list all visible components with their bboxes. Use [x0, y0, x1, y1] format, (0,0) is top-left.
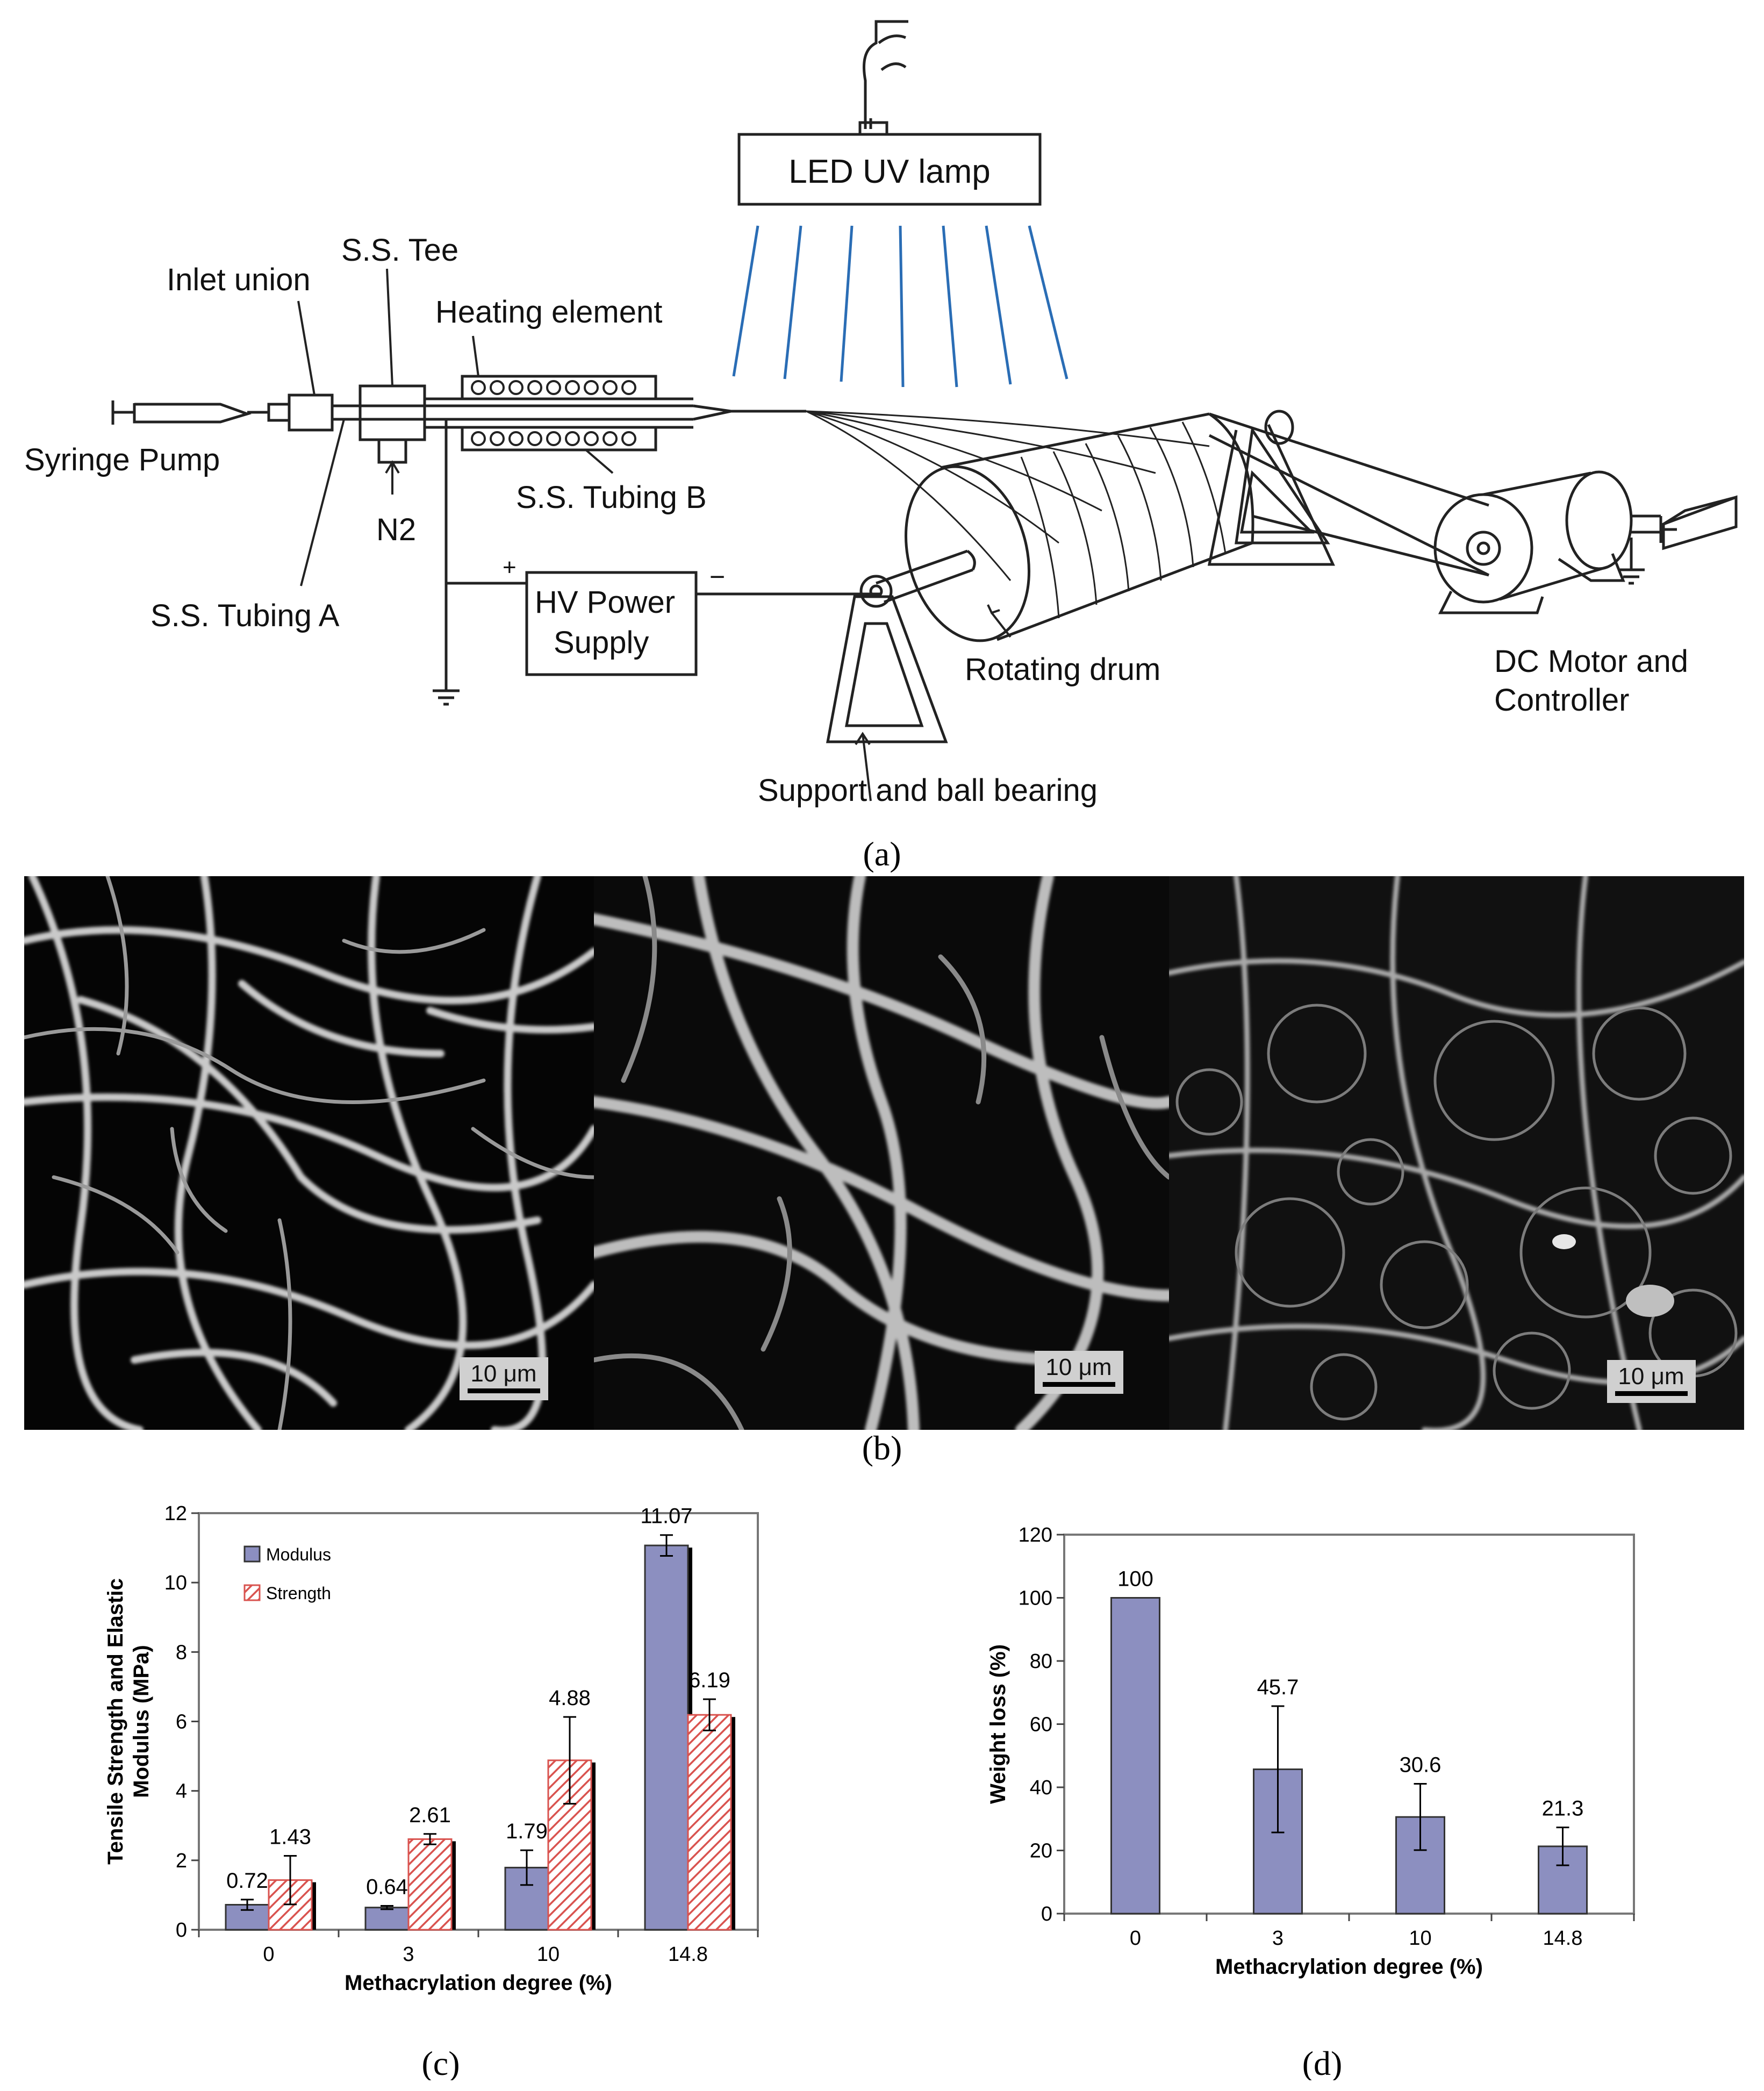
- bar: [364, 1907, 410, 1931]
- fibre-jets: [806, 410, 1210, 581]
- scale-bar-1-label: 10 μm: [470, 1360, 536, 1387]
- x-tick-label: 3: [403, 1943, 414, 1966]
- syringe-pump-label: Syringe Pump: [24, 442, 220, 477]
- minus-label: −: [709, 562, 725, 592]
- scale-bar-3-label: 10 μm: [1618, 1363, 1684, 1390]
- plus-label: +: [503, 554, 517, 581]
- scale-bar-1: 10 μm: [460, 1357, 548, 1400]
- x-tick-label: 14.8: [668, 1943, 708, 1966]
- ss-tubing-a-label: S.S. Tubing A: [150, 598, 340, 633]
- drive-belt: [1208, 412, 1490, 577]
- data-label: 0.72: [226, 1869, 268, 1893]
- bar: [1110, 1597, 1160, 1915]
- data-label: 100: [1117, 1567, 1153, 1591]
- sem-image-2: [594, 876, 1169, 1430]
- support-label: Support and ball bearing: [758, 773, 1098, 808]
- dc-motor-label-2: Controller: [1494, 683, 1629, 718]
- x-tick-label: 3: [1272, 1927, 1283, 1950]
- uv-rays: [732, 225, 1069, 388]
- y-tick-label: 4: [176, 1780, 187, 1803]
- ss-tee: [358, 384, 426, 441]
- support-right: [1207, 410, 1335, 566]
- y-tick-label: 100: [1019, 1587, 1052, 1610]
- y-tick-label: 6: [176, 1711, 187, 1734]
- data-label: 21.3: [1542, 1797, 1584, 1821]
- x-tick-label: 0: [263, 1943, 274, 1966]
- data-label: 11.07: [640, 1505, 692, 1528]
- legend-label: Strength: [266, 1584, 331, 1603]
- dc-motor: [1433, 470, 1633, 614]
- ss-tubing-b-label: S.S. Tubing B: [516, 480, 707, 515]
- legend-label: Modulus: [266, 1545, 331, 1564]
- uv-lamp-label: LED UV lamp: [788, 153, 991, 190]
- data-label: 0.64: [366, 1875, 408, 1899]
- dc-motor-label-1: DC Motor and: [1494, 644, 1688, 679]
- rotating-drum: [904, 412, 1254, 642]
- apparatus-diagram: LED UV lamp: [24, 20, 1738, 873]
- motor-controller: [1618, 495, 1738, 585]
- y-tick-label: 80: [1030, 1650, 1052, 1673]
- y-tick-label: 20: [1030, 1840, 1052, 1863]
- y-tick-label: 12: [164, 1502, 187, 1525]
- y-tick-label: 10: [164, 1572, 187, 1594]
- heating-element-label: Heating element: [435, 295, 662, 330]
- y-tick-label: 2: [176, 1850, 187, 1872]
- data-label: 6.19: [689, 1668, 730, 1692]
- x-tick-label: 10: [1409, 1927, 1431, 1950]
- bar: [407, 1838, 453, 1931]
- inlet-union-small: [267, 403, 291, 422]
- legend-swatch: [243, 1545, 261, 1563]
- hv-power-label-2: Supply: [554, 625, 649, 660]
- bar: [687, 1714, 732, 1931]
- x-tick-label: 0: [1130, 1927, 1141, 1950]
- inlet-union: [288, 393, 334, 432]
- legend-swatch: [243, 1584, 261, 1601]
- support-left: [826, 575, 948, 743]
- weight-loss-chart: 0 20 40 60 80 100 120 0 3 10 14.8 100 45.7 30.6 21.3Me…: [986, 1524, 1635, 2080]
- y-axis-title: Tensile Strength and Elastic: [104, 1578, 127, 1865]
- data-label: 4.88: [549, 1686, 591, 1710]
- sem-panel: 10 μm 10 μm 10 μm (b): [24, 876, 1744, 1467]
- hv-power-label-1: HV Power: [535, 585, 675, 620]
- scale-bar-3: 10 μm: [1607, 1360, 1696, 1403]
- heater-coils: [471, 380, 636, 446]
- x-axis-title: Methacrylation degree (%): [345, 1971, 612, 1995]
- scale-bar-2-label: 10 μm: [1045, 1354, 1112, 1380]
- sem-image-1: [24, 876, 594, 1430]
- y-tick-label: 120: [1019, 1524, 1052, 1546]
- y-tick-label: 8: [176, 1641, 187, 1664]
- y-tick-label: 0: [176, 1919, 187, 1942]
- y-axis-title: Modulus (MPa): [130, 1645, 153, 1798]
- sem-image-3: [1169, 876, 1744, 1430]
- x-tick-label: 10: [537, 1943, 560, 1966]
- y-axis-title: Weight loss (%): [986, 1644, 1010, 1804]
- data-label: 1.79: [506, 1820, 548, 1843]
- hv-power-supply: [525, 571, 698, 676]
- caption-b: (b): [862, 1429, 902, 1467]
- ss-tee-label: S.S. Tee: [341, 233, 458, 268]
- n2-label: N2: [376, 512, 416, 547]
- bar: [644, 1544, 689, 1931]
- data-label: 30.6: [1400, 1753, 1442, 1777]
- y-tick-label: 0: [1041, 1903, 1052, 1925]
- rotating-drum-label: Rotating drum: [965, 652, 1160, 687]
- x-tick-label: 14.8: [1543, 1927, 1583, 1950]
- y-tick-label: 40: [1030, 1777, 1052, 1799]
- uv-lamp-box: [737, 133, 1042, 206]
- syringe: [111, 400, 269, 425]
- lamp-cable: [863, 20, 908, 129]
- scale-bar-2: 10 μm: [1035, 1351, 1123, 1394]
- data-label: 45.7: [1257, 1675, 1299, 1699]
- x-axis-title: Methacrylation degree (%): [1215, 1955, 1483, 1979]
- tensile-chart: 0 2 4 6 8 10 12 0 3 10 14.8 0.72 0.64 1.79 11.07 1.43 2.…: [104, 1502, 759, 2080]
- data-label: 2.61: [409, 1803, 451, 1827]
- caption-d: (d): [1302, 2044, 1343, 2080]
- caption-c: (c): [421, 2044, 460, 2080]
- y-tick-label: 60: [1030, 1714, 1052, 1736]
- inlet-union-label: Inlet union: [167, 262, 311, 297]
- data-label: 1.43: [269, 1825, 311, 1849]
- caption-a: (a): [863, 835, 901, 873]
